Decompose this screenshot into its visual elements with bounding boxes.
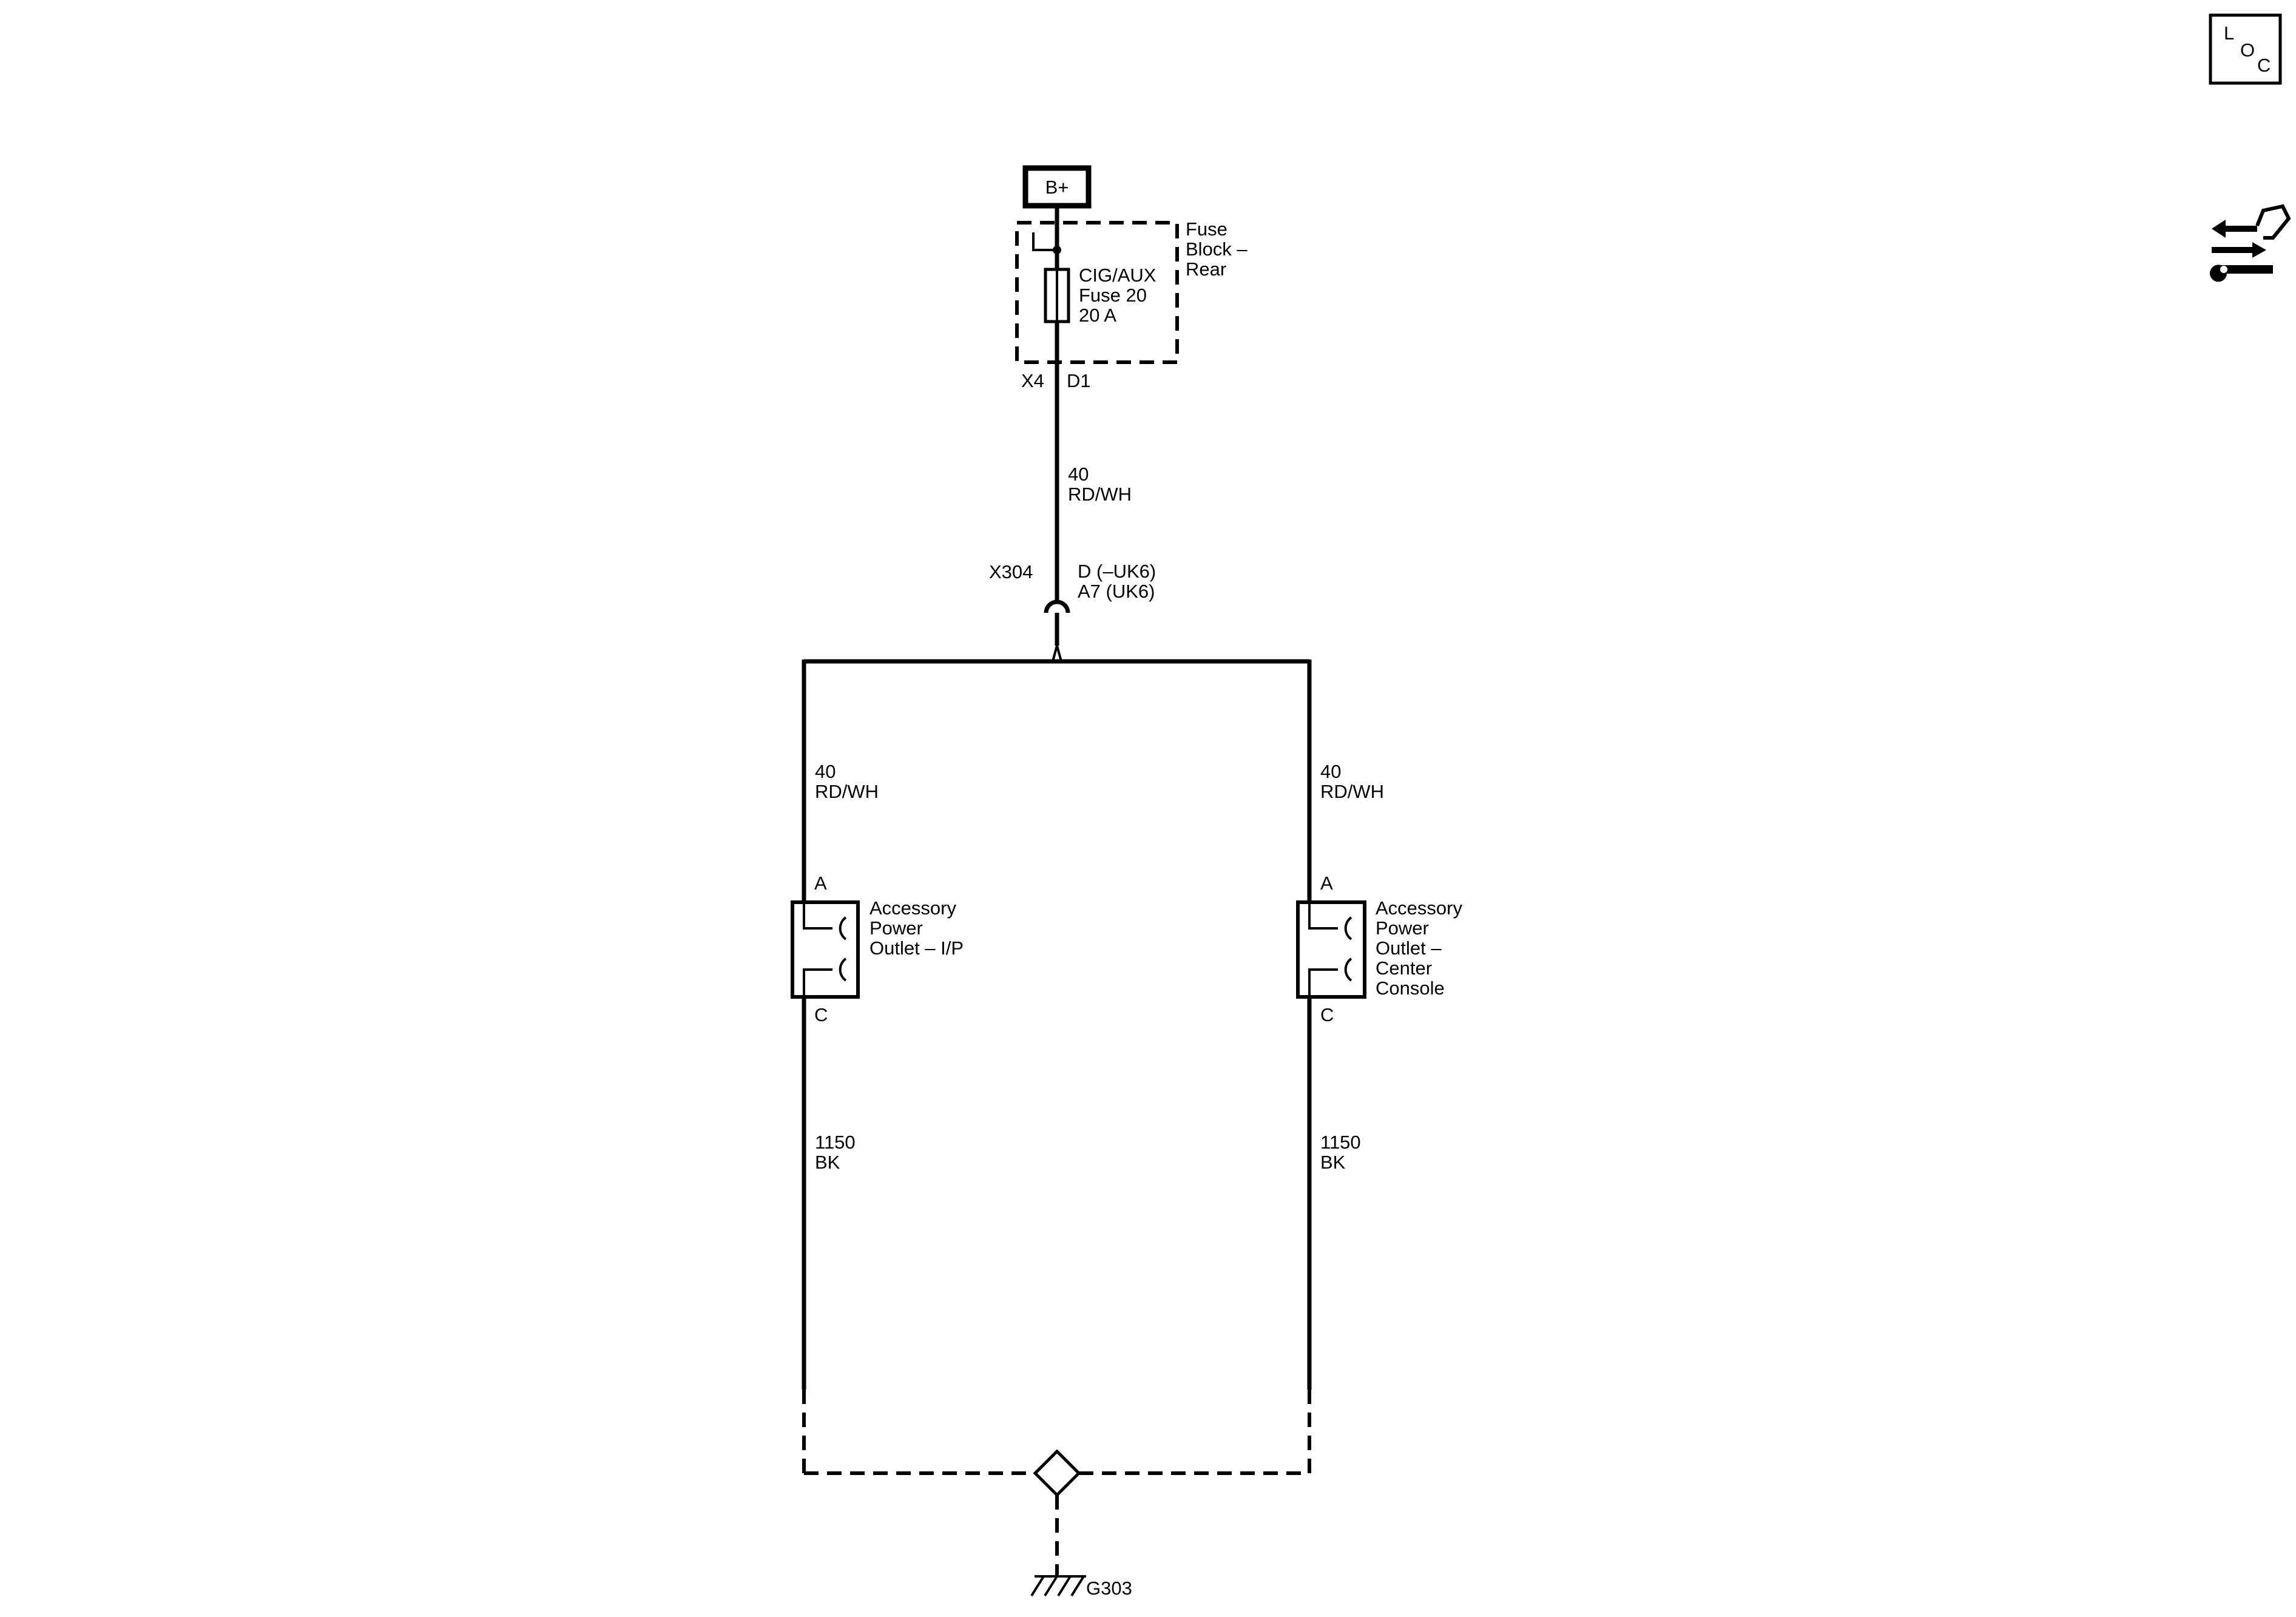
location-view-button[interactable]: L O C — [2209, 13, 2282, 85]
outlet-ip-pin-a: A — [814, 873, 827, 894]
loc-letter-o: O — [2240, 39, 2255, 61]
fuse-block-pin: D1 — [1067, 370, 1091, 391]
splice-diamond — [1033, 1449, 1081, 1497]
outlet-ip-feed-wire-label: 40 RD/WH — [815, 761, 879, 802]
inline-connector-x304: X304 D (–UK6) A7 (UK6) — [989, 561, 1161, 662]
ground-label: G303 — [1086, 1578, 1132, 1599]
outlet-ip-body — [791, 900, 860, 999]
outlet-console-ground-wire-label: 1150 BK — [1320, 1132, 1366, 1173]
x304-pins: D (–UK6) A7 (UK6) — [1078, 561, 1161, 602]
outlet-ip-name: Accessory Power Outlet – I/P — [869, 897, 964, 959]
fuse-block-rear: Fuse Block – Rear CIG/AUX Fuse 20 20 A — [1015, 218, 1252, 364]
fuse-block-name: Fuse Block – Rear — [1186, 218, 1252, 280]
fuse-block-connector: X4 — [1021, 370, 1044, 391]
outlet-ip-ground-wire-label: 1150 BK — [815, 1132, 860, 1173]
outlet-ip-pin-c: C — [814, 1004, 828, 1025]
ground-splice — [802, 1389, 1311, 1576]
x304-label: X304 — [989, 561, 1033, 582]
ground-g303: G303 — [1030, 1575, 1132, 1599]
fuse-label: CIG/AUX Fuse 20 20 A — [1079, 265, 1161, 326]
outlet-ip-branch: 40 RD/WH A Accessory Power Outlet – I/P … — [791, 660, 964, 1389]
outlet-console-name: Accessory Power Outlet – Center Console — [1376, 897, 1468, 999]
outlet-console-branch: 40 RD/WH A Accessory Power Outlet – Cent… — [1296, 660, 1468, 1389]
outlet-console-feed-wire-label: 40 RD/WH — [1320, 761, 1384, 802]
battery-positive-source: B+ — [1022, 165, 1092, 209]
outlet-console-pin-c: C — [1320, 1004, 1334, 1025]
outlet-console-pin-a: A — [1320, 873, 1333, 894]
connector-view-icon[interactable] — [2210, 204, 2291, 282]
main-wire-label: 40 RD/WH — [1068, 464, 1132, 505]
loc-letter-c: C — [2257, 55, 2271, 76]
battery-positive-label: B+ — [1045, 177, 1069, 198]
outlet-console-body — [1296, 900, 1366, 999]
loc-letter-l: L — [2224, 22, 2234, 44]
